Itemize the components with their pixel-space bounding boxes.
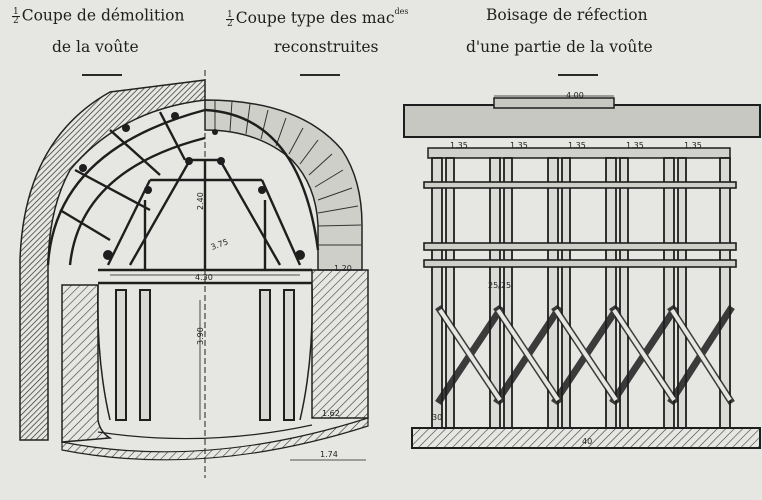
dim-bottom-right: 1.62 [322, 409, 340, 418]
invert [61, 417, 369, 461]
dim-crown: 2.40 [196, 192, 205, 210]
base-sill [411, 427, 761, 449]
caption-right-underline [558, 74, 598, 76]
dim-post-size: 30 [432, 413, 442, 422]
dim-height: 3.90 [196, 327, 205, 345]
caption-left-underline [82, 74, 122, 76]
posts [431, 157, 731, 429]
left-abutment [61, 284, 113, 443]
bay-label: 1.35 [510, 141, 528, 150]
caption-right-line2: d'une partie de la voûte [466, 38, 653, 56]
shoring-elevation: 4.00 1.35 1.35 1.35 1.35 1.35 [403, 91, 761, 449]
bolts [79, 112, 305, 260]
caption-left-line2: de la voûte [52, 38, 139, 56]
caption-right-line1: Boisage de réfection [486, 6, 648, 24]
bay-label: 1.35 [684, 141, 702, 150]
tunnel-section: 4.30 1.20 1.62 1.74 3.90 2.40 3.75 [19, 70, 369, 478]
vertical-props [115, 289, 295, 421]
dim-span: 4.30 [195, 273, 213, 282]
bay-label: 1.35 [450, 141, 468, 150]
dim-side: 1.20 [334, 264, 352, 273]
dim-radius: 3.75 [210, 237, 230, 252]
bay-label: 1.35 [568, 141, 586, 150]
cap-plate [427, 147, 731, 159]
right-abutment [311, 269, 369, 419]
caption-middle-underline [300, 74, 340, 76]
reconstructed-arch [204, 99, 363, 271]
rubble-masonry-left [19, 79, 206, 441]
dim-foot: 1.74 [320, 450, 338, 459]
dim-base: 40 [582, 437, 592, 446]
cross-bracing-highlight [438, 308, 732, 402]
wales [423, 181, 737, 268]
crown-cap [493, 97, 615, 109]
bay-labels: 1.35 1.35 1.35 1.35 1.35 [450, 141, 702, 150]
top-beam [403, 104, 761, 138]
bay-label: 1.35 [626, 141, 644, 150]
dim-post-section: 25/25 [488, 281, 511, 290]
dim-top-length: 4.00 [566, 91, 584, 100]
arch-voussoirs [214, 100, 362, 246]
caption-middle-line2: reconstruites [274, 38, 379, 56]
